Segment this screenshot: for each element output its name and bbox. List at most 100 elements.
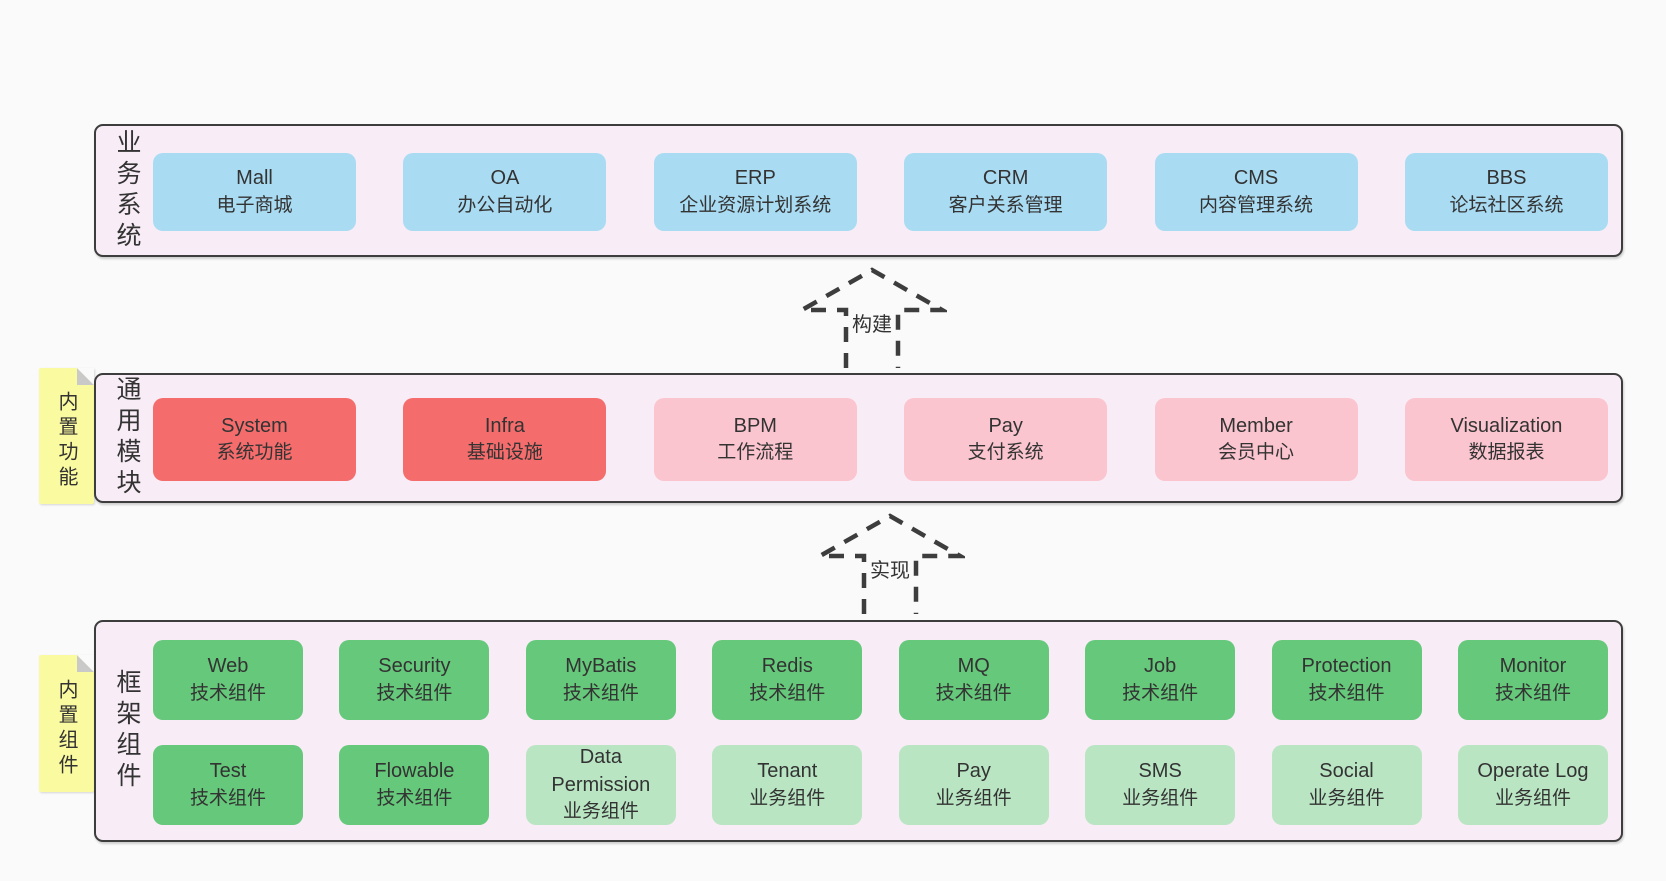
- box-bpm: BPM 工作流程: [653, 398, 857, 481]
- sticky-note-builtin-features: 内置功能: [39, 368, 94, 504]
- box-title: CRM: [982, 167, 1029, 190]
- implement-arrow: 实现: [815, 508, 965, 614]
- folded-corner-cut: [77, 655, 94, 672]
- box-title: MQ: [957, 655, 990, 678]
- box-bbs: BBS 论坛社区系统: [1404, 153, 1608, 231]
- box-subtitle: 客户关系管理: [948, 194, 1063, 216]
- box-title: SMS: [1138, 760, 1182, 783]
- box-subtitle: 技术组件: [749, 682, 826, 704]
- box-pay-component: Pay 业务组件: [898, 745, 1049, 825]
- box-title: Member: [1219, 414, 1293, 437]
- box-title: BPM: [733, 414, 777, 437]
- box-title: Pay: [956, 760, 991, 783]
- box-flowable: Flowable 技术组件: [339, 745, 490, 825]
- build-arrow: 构建: [797, 262, 947, 368]
- sticky-note-label: 内置组件: [55, 678, 77, 779]
- box-subtitle: 数据报表: [1468, 442, 1545, 464]
- box-subtitle: 技术组件: [189, 787, 266, 809]
- panel-label-common-modules: 通用模块: [113, 376, 141, 500]
- implement-arrow-label: 实现: [867, 554, 913, 583]
- box-oa: OA 办公自动化: [403, 153, 607, 231]
- box-infra: Infra 基础设施: [403, 398, 607, 481]
- box-data-permission: Data Permission 业务组件: [525, 745, 676, 825]
- box-subtitle: 业务组件: [562, 801, 639, 823]
- components-box-row-2: Test 技术组件 Flowable 技术组件 Data Permission …: [153, 745, 1608, 825]
- box-redis: Redis 技术组件: [712, 640, 863, 720]
- box-title: Monitor: [1499, 655, 1567, 678]
- sticky-note-builtin-components: 内置组件: [39, 655, 94, 792]
- box-operate-log: Operate Log 业务组件: [1457, 745, 1608, 825]
- box-subtitle: 电子商城: [216, 194, 293, 216]
- box-test: Test 技术组件: [153, 745, 303, 825]
- box-title: MyBatis: [565, 655, 637, 678]
- box-subtitle: 会员中心: [1218, 442, 1295, 464]
- box-subtitle: 业务组件: [935, 787, 1012, 809]
- box-system: System 系统功能: [153, 398, 356, 481]
- box-subtitle: 技术组件: [189, 682, 266, 704]
- box-subtitle: 内容管理系统: [1199, 194, 1314, 216]
- box-title: Web: [207, 655, 249, 678]
- box-subtitle: 技术组件: [376, 682, 453, 704]
- box-subtitle: 基础设施: [466, 442, 543, 464]
- box-crm: CRM 客户关系管理: [904, 153, 1108, 231]
- panel-common-modules: 通用模块 System 系统功能 Infra 基础设施 BPM 工作流程 Pay…: [94, 373, 1623, 503]
- box-title: System: [221, 414, 288, 437]
- box-subtitle: 工作流程: [717, 442, 794, 464]
- box-mybatis: MyBatis 技术组件: [525, 640, 676, 720]
- box-title: Test: [209, 760, 247, 783]
- box-subtitle: 办公自动化: [457, 194, 553, 216]
- box-security: Security 技术组件: [339, 640, 490, 720]
- box-subtitle: 技术组件: [562, 682, 639, 704]
- panel-label-business-systems: 业务系统: [113, 128, 141, 253]
- box-subtitle: 技术组件: [935, 682, 1012, 704]
- components-box-row-1: Web 技术组件 Security 技术组件 MyBatis 技术组件 Redi…: [153, 640, 1608, 720]
- box-subtitle: 技术组件: [376, 787, 453, 809]
- box-protection: Protection 技术组件: [1271, 640, 1422, 720]
- box-erp: ERP 企业资源计划系统: [653, 153, 857, 231]
- box-subtitle: 业务组件: [1308, 787, 1385, 809]
- box-title: Tenant: [757, 760, 818, 783]
- box-title: Visualization: [1450, 414, 1563, 437]
- dashed-up-arrow-icon: [797, 267, 947, 368]
- box-title: BBS: [1486, 167, 1527, 190]
- box-title: Protection: [1301, 655, 1392, 678]
- box-member: Member 会员中心: [1154, 398, 1358, 481]
- business-box-row: Mall 电子商城 OA 办公自动化 ERP 企业资源计划系统 CRM 客户关系…: [153, 153, 1608, 231]
- box-subtitle: 业务组件: [1494, 787, 1571, 809]
- dashed-up-arrow-icon: [815, 513, 965, 614]
- box-sms: SMS 业务组件: [1085, 745, 1236, 825]
- box-pay-module: Pay 支付系统: [904, 398, 1108, 481]
- box-title: ERP: [734, 167, 776, 190]
- box-subtitle: 技术组件: [1122, 682, 1199, 704]
- panel-business-systems: 业务系统 Mall 电子商城 OA 办公自动化 ERP 企业资源计划系统 CRM…: [94, 124, 1623, 257]
- box-visualization: Visualization 数据报表: [1404, 398, 1608, 481]
- box-title: OA: [490, 167, 520, 190]
- panel-label-framework-components: 框架组件: [113, 669, 141, 793]
- box-title: Data Permission: [551, 746, 651, 796]
- box-title: Infra: [484, 414, 525, 437]
- box-title: Security: [378, 655, 451, 678]
- box-subtitle: 系统功能: [216, 442, 293, 464]
- box-title: Pay: [988, 414, 1023, 437]
- sticky-note-label: 内置功能: [55, 391, 77, 492]
- box-mall: Mall 电子商城: [153, 153, 356, 231]
- box-title: Job: [1143, 655, 1177, 678]
- box-mq: MQ 技术组件: [898, 640, 1049, 720]
- box-title: CMS: [1233, 167, 1279, 190]
- box-social: Social 业务组件: [1271, 745, 1422, 825]
- box-title: Mall: [236, 167, 273, 190]
- folded-corner-cut: [77, 368, 94, 385]
- panel-framework-components: 框架组件 Web 技术组件 Security 技术组件 MyBatis 技术组件…: [94, 620, 1623, 842]
- box-cms: CMS 内容管理系统: [1154, 153, 1358, 231]
- box-subtitle: 技术组件: [1494, 682, 1571, 704]
- box-subtitle: 论坛社区系统: [1449, 194, 1564, 216]
- box-title: Social: [1319, 760, 1374, 783]
- box-title: Flowable: [374, 760, 455, 783]
- box-job: Job 技术组件: [1085, 640, 1236, 720]
- build-arrow-label: 构建: [849, 308, 895, 337]
- box-title: Operate Log: [1477, 760, 1589, 783]
- box-subtitle: 业务组件: [749, 787, 826, 809]
- modules-box-row: System 系统功能 Infra 基础设施 BPM 工作流程 Pay 支付系统…: [153, 398, 1608, 481]
- box-tenant: Tenant 业务组件: [712, 745, 863, 825]
